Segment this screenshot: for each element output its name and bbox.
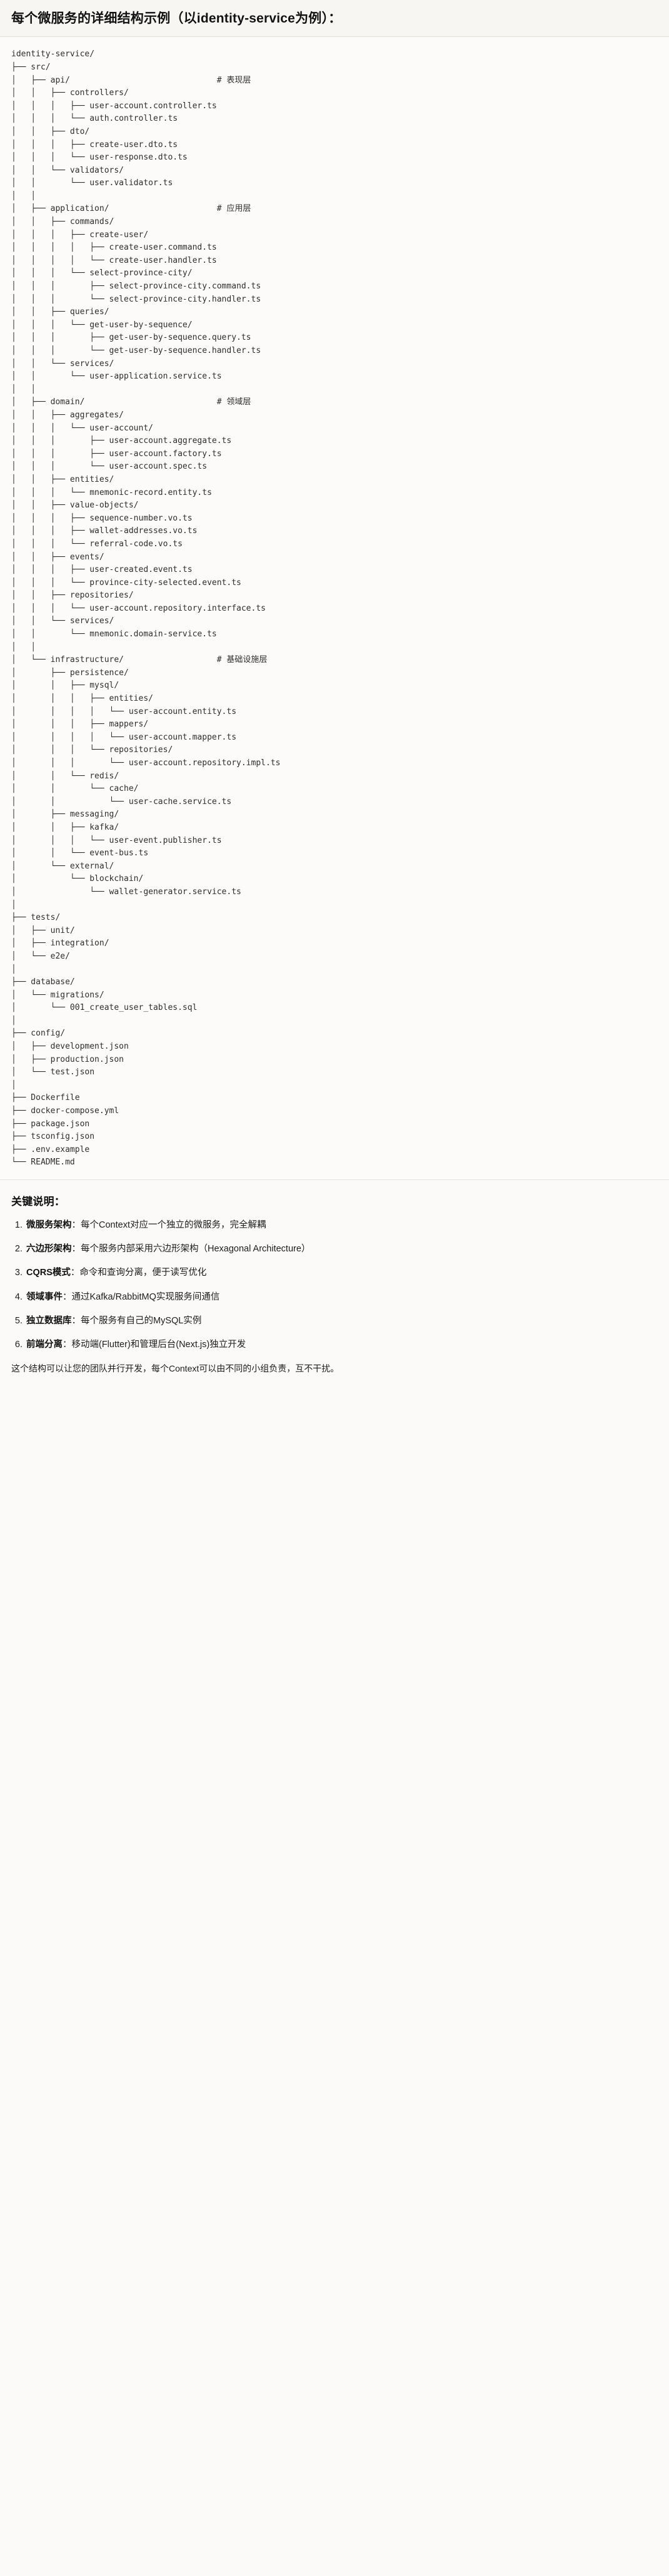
- title-section: 每个微服务的详细结构示例（以identity-service为例）：: [0, 0, 669, 38]
- directory-tree-section: identity-service/ ├── src/ │ ├── api/ # …: [0, 37, 669, 1180]
- note-description: 通过Kafka/RabbitMQ实现服务间通信: [71, 1291, 220, 1302]
- list-item: 微服务架构：每个Context对应一个独立的微服务，完全解耦: [25, 1218, 658, 1233]
- note-term: 前端分离: [26, 1339, 63, 1350]
- note-term: CQRS模式: [26, 1268, 71, 1278]
- list-item: 领域事件：通过Kafka/RabbitMQ实现服务间通信: [25, 1290, 658, 1305]
- list-item: 前端分离：移动端(Flutter)和管理后台(Next.js)独立开发: [25, 1338, 658, 1352]
- note-separator: ：: [70, 1268, 80, 1278]
- key-notes-section: 关键说明： 微服务架构：每个Context对应一个独立的微服务，完全解耦 六边形…: [0, 1180, 669, 1393]
- note-separator: ：: [71, 1220, 81, 1230]
- note-term: 独立数据库: [26, 1315, 72, 1326]
- key-notes-list: 微服务架构：每个Context对应一个独立的微服务，完全解耦 六边形架构：每个服…: [11, 1218, 658, 1352]
- note-term: 六边形架构: [26, 1244, 72, 1255]
- note-description: 命令和查询分离，便于读写优化: [79, 1268, 207, 1278]
- list-item: 六边形架构：每个服务内部采用六边形架构（Hexagonal Architectu…: [25, 1242, 658, 1256]
- closing-paragraph: 这个结构可以让您的团队并行开发，每个Context可以由不同的小组负责，互不干扰…: [11, 1363, 340, 1374]
- page-title: 每个微服务的详细结构示例（以identity-service为例）：: [11, 11, 342, 26]
- note-description: 每个Context对应一个独立的微服务，完全解耦: [81, 1220, 266, 1230]
- note-term: 领域事件: [26, 1291, 63, 1302]
- list-item: CQRS模式：命令和查询分离，便于读写优化: [25, 1266, 658, 1280]
- note-separator: ：: [71, 1315, 81, 1326]
- note-description: 移动端(Flutter)和管理后台(Next.js)独立开发: [71, 1339, 246, 1350]
- note-separator: ：: [71, 1244, 81, 1255]
- note-separator: ：: [63, 1291, 72, 1302]
- note-description: 每个服务内部采用六边形架构（Hexagonal Architecture）: [81, 1244, 311, 1255]
- note-description: 每个服务有自己的MySQL实例: [81, 1315, 202, 1326]
- document-page: 每个微服务的详细结构示例（以identity-service为例）： ident…: [0, 0, 669, 1393]
- note-separator: ：: [63, 1339, 72, 1350]
- directory-tree: identity-service/ ├── src/ │ ├── api/ # …: [11, 49, 281, 1168]
- list-item: 独立数据库：每个服务有自己的MySQL实例: [25, 1314, 658, 1328]
- key-notes-heading: 关键说明：: [11, 1196, 65, 1208]
- note-term: 微服务架构: [26, 1220, 72, 1230]
